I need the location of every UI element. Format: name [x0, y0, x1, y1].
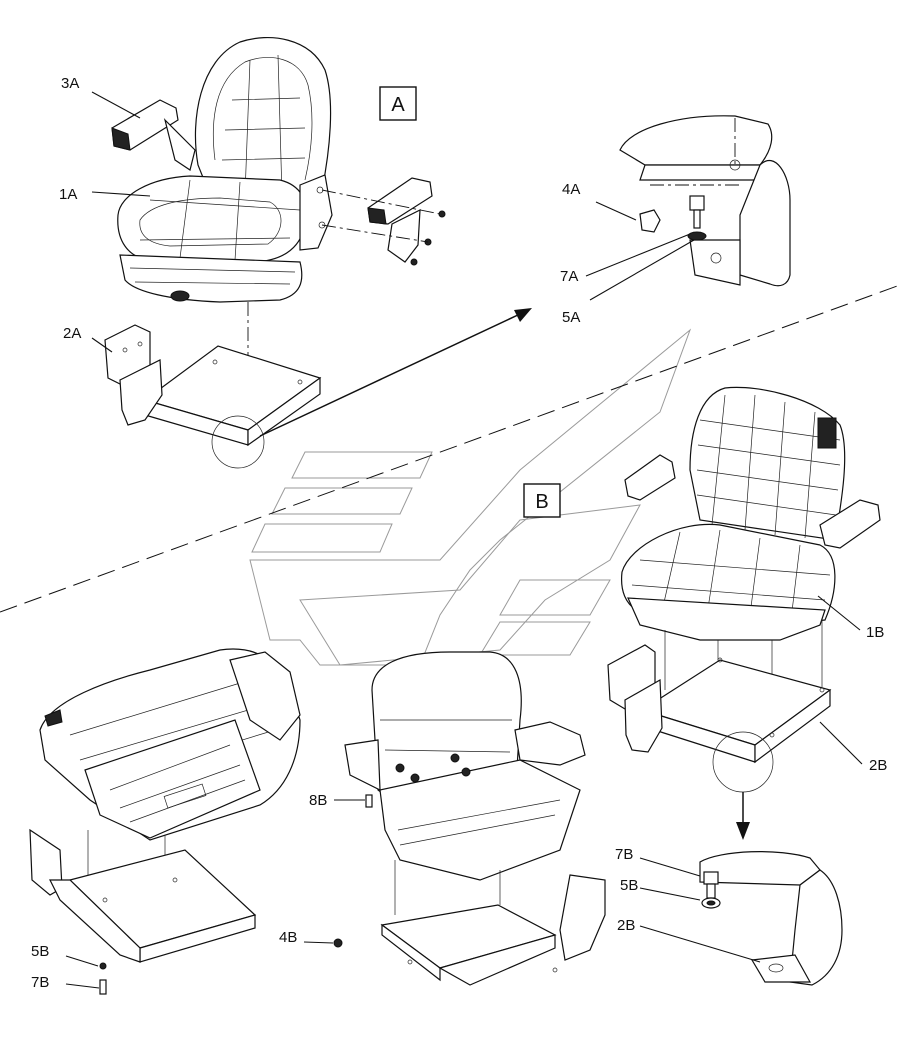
armrest-3a — [111, 99, 196, 171]
callout-7b-detail: 7B — [615, 846, 633, 863]
alignment-lines-b — [664, 620, 823, 730]
seat-underside-left — [39, 648, 301, 841]
detail-bracket-a — [619, 115, 791, 287]
callout-8b: 8B — [309, 792, 327, 809]
detail-arrow-a — [259, 308, 532, 437]
section-b-label: B — [535, 491, 548, 513]
mount-bracket-left — [29, 828, 257, 995]
callout-4b: 4B — [279, 929, 297, 946]
callout-leaders-b — [65, 595, 863, 989]
callout-2b-detail: 2B — [617, 917, 635, 934]
section-b-label-box: B — [523, 483, 561, 518]
armrest-right-exploded — [367, 177, 446, 266]
section-a-label: A — [391, 94, 405, 116]
seat-1b — [620, 386, 881, 641]
callout-5b-left: 5B — [31, 943, 49, 960]
alignment-lines-rear — [394, 860, 501, 915]
seat-rear-center — [344, 651, 586, 881]
mount-bracket-2b — [607, 644, 832, 764]
callout-3a: 3A — [61, 75, 79, 92]
callout-4a: 4A — [562, 181, 580, 198]
mount-bracket-center — [333, 794, 606, 986]
detail-circle-a — [211, 415, 265, 469]
callout-2a: 2A — [63, 325, 81, 342]
watermark-logo — [249, 328, 692, 666]
section-divider-line — [0, 284, 900, 613]
detail-arrow-b — [736, 792, 750, 840]
callout-1b: 1B — [866, 624, 884, 641]
mount-bracket-2a — [104, 324, 322, 447]
section-a-label-box: A — [379, 86, 417, 121]
callout-5b-detail: 5B — [620, 877, 638, 894]
seat-1a — [117, 36, 333, 303]
callout-leaders-a — [91, 91, 695, 353]
callout-7a: 7A — [560, 268, 578, 285]
detail-bracket-b — [699, 851, 843, 986]
callout-7b-left: 7B — [31, 974, 49, 991]
callout-5a: 5A — [562, 309, 580, 326]
callout-1a: 1A — [59, 186, 77, 203]
callout-2b: 2B — [869, 757, 887, 774]
